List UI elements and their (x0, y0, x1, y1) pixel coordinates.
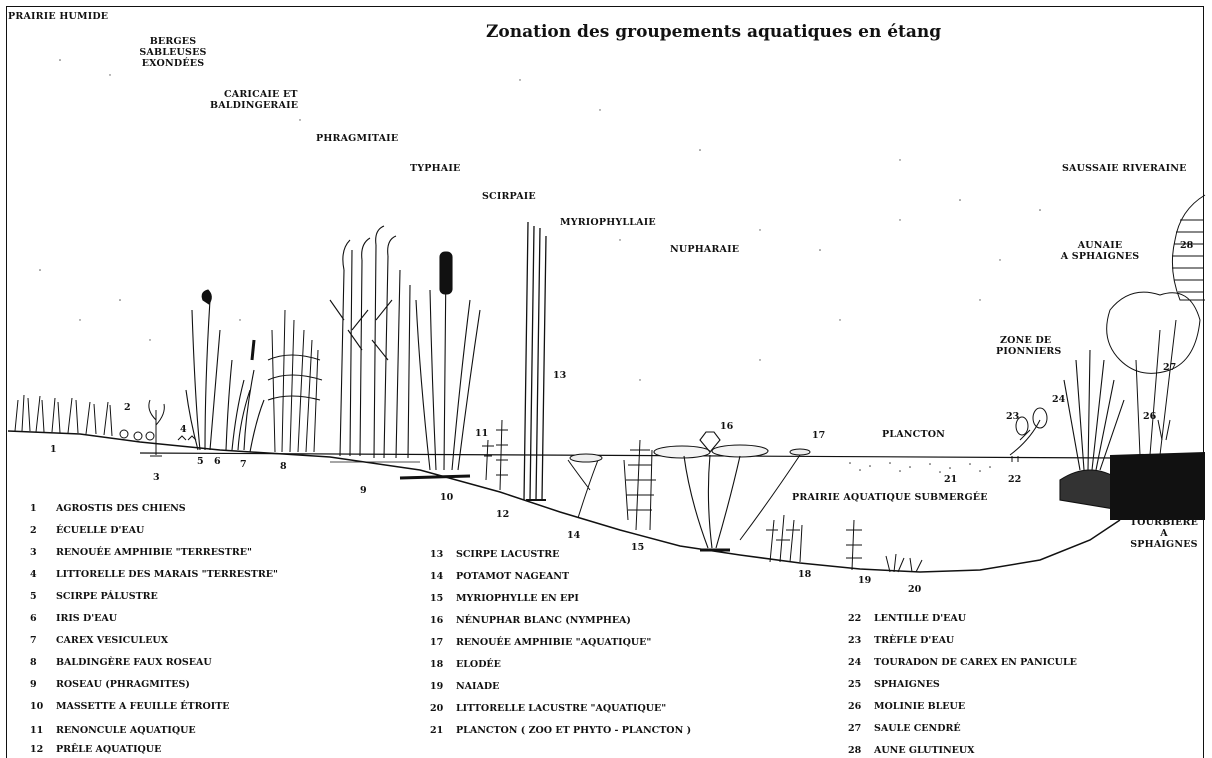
legend-item: 12PRÊLE AQUATIQUE (30, 744, 161, 755)
legend-item: 2ÉCUELLE D'EAU (30, 525, 144, 536)
plant-potamot (568, 454, 602, 518)
marker-6: 6 (214, 456, 221, 467)
marker-3: 3 (153, 472, 160, 483)
legend-item: 16NÉNUPHAR BLANC (NYMPHEA) (430, 615, 631, 626)
marker-13: 13 (553, 370, 566, 381)
marker-1: 1 (50, 444, 57, 455)
plant-nenuphar (654, 432, 768, 550)
marker-18: 18 (798, 569, 811, 580)
marker-26: 26 (1143, 411, 1156, 422)
legend-item: 24TOURADON DE CAREX EN PANICULE (848, 657, 1077, 668)
grass-agrostis (15, 395, 112, 436)
legend-item: 26MOLINIE BLEUE (848, 701, 965, 712)
marker-12: 12 (496, 509, 509, 520)
marker-15: 15 (631, 542, 644, 553)
legend-item: 11RENONCULE AQUATIQUE (30, 725, 196, 736)
plant-elodee (766, 515, 802, 562)
marker-23: 23 (1006, 411, 1019, 422)
marker-20: 20 (908, 584, 921, 595)
marker-5: 5 (197, 456, 204, 467)
marker-21: 21 (944, 474, 957, 485)
legend-item: 13SCIRPE LACUSTRE (430, 549, 559, 560)
marker-16: 16 (720, 421, 733, 432)
legend-item: 19NAIADE (430, 681, 499, 692)
legend-item: 15MYRIOPHYLLE EN EPI (430, 593, 579, 604)
plant-renouee-aquatique (740, 449, 810, 540)
marker-27: 27 (1163, 362, 1176, 373)
marker-7: 7 (240, 459, 247, 470)
marker-11: 11 (475, 428, 488, 439)
legend-item: 20LITTORELLE LACUSTRE "AQUATIQUE" (430, 703, 666, 714)
legend-item: 6IRIS D'EAU (30, 613, 117, 624)
legend-item: 1AGROSTIS DES CHIENS (30, 503, 186, 514)
legend-item: 9ROSEAU (PHRAGMITES) (30, 679, 190, 690)
legend-item: 10MASSETTE A FEUILLE ÉTROITE (30, 701, 230, 712)
marker-10: 10 (440, 492, 453, 503)
peat-block (1110, 452, 1205, 520)
plant-baldingere (268, 310, 322, 452)
marker-28: 28 (1180, 240, 1193, 251)
marker-24: 24 (1052, 394, 1065, 405)
legend-item: 14POTAMOT NAGEANT (430, 571, 569, 582)
legend-item: 5SCIRPE PÁLUSTRE (30, 591, 158, 602)
plant-saule-molinie (1107, 292, 1200, 455)
plant-massette (400, 252, 480, 478)
plant-littorelle (886, 554, 922, 572)
plant-myriophylle (624, 440, 656, 530)
legend-item: 18ELODÉE (430, 659, 501, 670)
stipple-texture (39, 59, 1041, 380)
legend-item: 22LENTILLE D'EAU (848, 613, 966, 624)
legend-item: 23TRÈFLE D'EAU (848, 635, 954, 646)
water-surface-line (140, 453, 1120, 458)
marker-22: 22 (1008, 474, 1021, 485)
legend-item: 7CAREX VESICULEUX (30, 635, 168, 646)
plant-scirpe-lacustre (524, 222, 546, 500)
marker-9: 9 (360, 485, 367, 496)
legend-item: 28AUNE GLUTINEUX (848, 745, 975, 756)
legend-item: 27SAULE CENDRÉ (848, 723, 961, 734)
marker-19: 19 (858, 575, 871, 586)
legend-item: 3RENOUÉE AMPHIBIE "TERRESTRE" (30, 547, 252, 558)
legend-item: 4LITTORELLE DES MARAIS "TERRESTRE" (30, 569, 278, 580)
plants-iris-carex (186, 290, 264, 452)
plant-naiade (846, 520, 862, 570)
marker-8: 8 (280, 461, 287, 472)
marker-17: 17 (812, 430, 825, 441)
legend-item: 8BALDINGÈRE FAUX ROSEAU (30, 657, 212, 668)
plant-roseau (330, 226, 420, 462)
marker-2: 2 (124, 402, 131, 413)
legend-item: 25SPHAIGNES (848, 679, 940, 690)
plankton-dots (849, 462, 991, 473)
marker-14: 14 (567, 530, 580, 541)
marker-4: 4 (180, 424, 187, 435)
legend-item: 21PLANCTON ( ZOO ET PHYTO - PLANCTON ) (430, 725, 691, 736)
legend-item: 17RENOUÉE AMPHIBIE "AQUATIQUE" (430, 637, 651, 648)
